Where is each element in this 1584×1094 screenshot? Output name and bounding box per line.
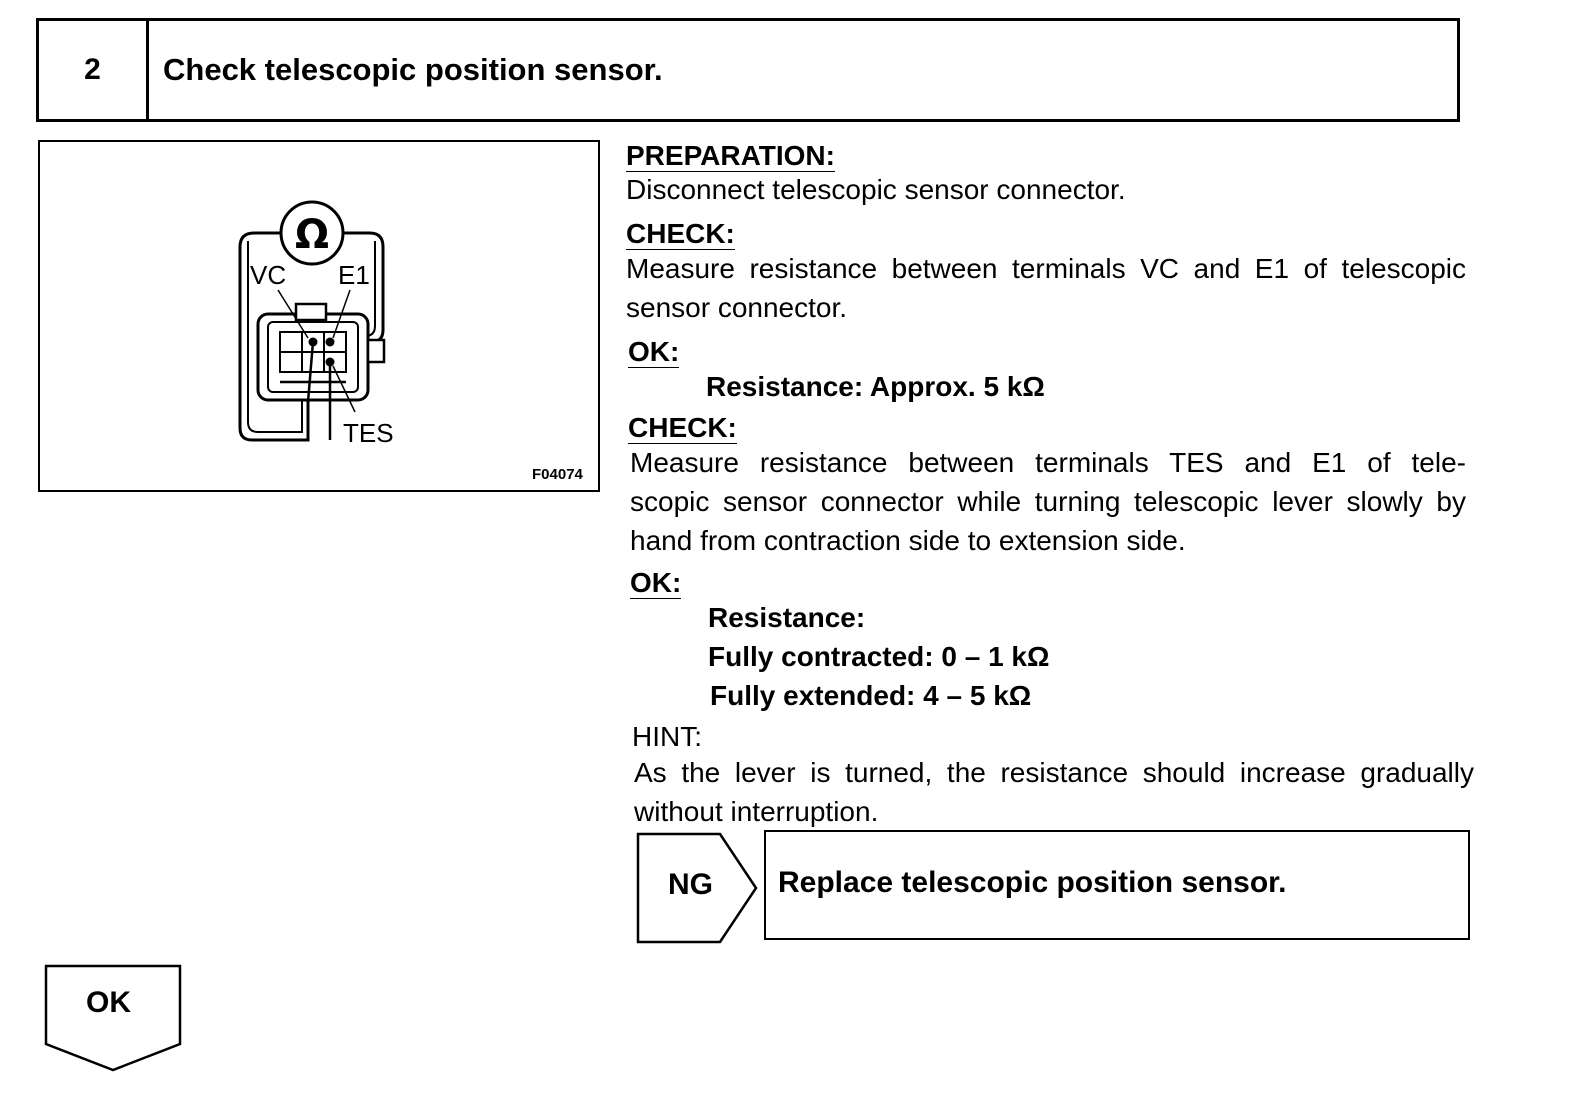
preparation-text: Disconnect telescopic sensor connector.	[626, 174, 1126, 205]
ng-action-box	[764, 830, 1470, 940]
label-tes: TES	[343, 418, 394, 448]
check2-line-1: Measure resistance between terminals TES…	[630, 447, 1466, 478]
check2-ok-heading: OK:	[630, 567, 682, 599]
check2-spec-contracted: Fully contracted: 0 – 1 kΩ	[708, 641, 1050, 672]
check1-ok-heading: OK:	[628, 336, 680, 368]
hint-heading: HINT:	[632, 721, 702, 752]
check1-text: Measure resistance between terminals VC …	[626, 253, 1466, 323]
ng-arrow-shape	[636, 832, 758, 944]
ng-label: NG	[668, 868, 713, 901]
label-e1: E1	[338, 260, 370, 290]
hint-text: As the lever is turned, the resistance s…	[634, 757, 1474, 827]
connector-figure: Ω VC E1 TES F04074	[38, 140, 600, 492]
step-header: 2 Check telescopic position sensor.	[36, 18, 1460, 122]
check1-ok-spec: Resistance: Approx. 5 kΩ	[706, 371, 1045, 402]
step-number: 2	[39, 21, 149, 119]
check2-spec-extended: Fully extended: 4 – 5 kΩ	[710, 680, 1032, 711]
step-title: Check telescopic position sensor.	[163, 52, 663, 87]
preparation-heading: PREPARATION:	[626, 140, 835, 172]
figure-code: F04074	[532, 466, 584, 483]
check2-spec-title: Resistance:	[708, 602, 866, 633]
check2-heading: CHECK:	[628, 412, 737, 444]
label-vc: VC	[250, 260, 286, 290]
check2-text: Measure resistance between terminals TES…	[630, 443, 1466, 560]
check2-line-2: scopic sensor connector while turning te…	[630, 486, 1466, 517]
ohmmeter-connector-diagram: Ω VC E1 TES F04074	[238, 200, 584, 483]
ok-arrow-shape	[44, 964, 182, 1072]
ok-label: OK	[86, 986, 131, 1019]
check1-heading: CHECK:	[626, 218, 735, 250]
ohm-symbol: Ω	[295, 212, 329, 258]
ng-action-text: Replace telescopic position sensor.	[778, 866, 1287, 899]
check2-line-3: hand from contraction side to extension …	[630, 525, 1186, 556]
